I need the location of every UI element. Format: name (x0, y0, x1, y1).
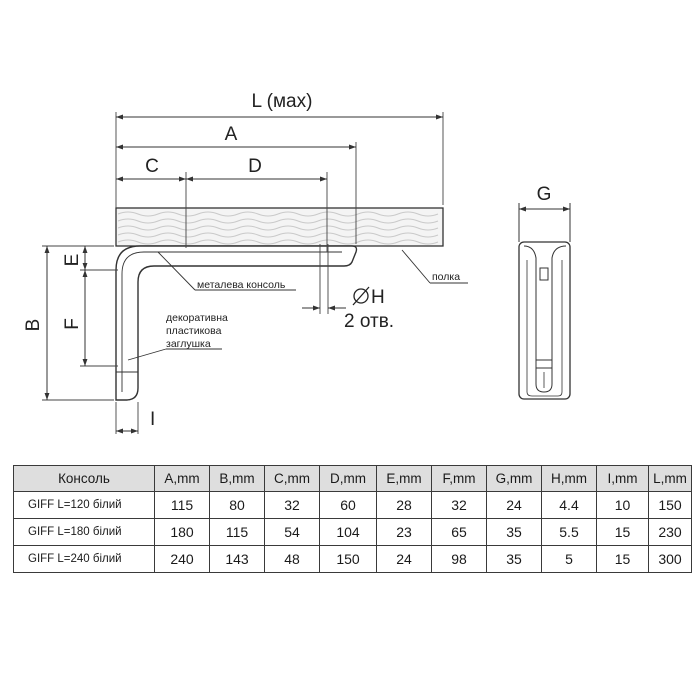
table-cell: 5.5 (541, 518, 597, 546)
table-cell: 240 (154, 545, 210, 573)
table-header-cell: D,mm (319, 465, 377, 492)
table-header-cell: I,mm (596, 465, 649, 492)
table-cell: 35 (486, 545, 542, 573)
label-d: D (248, 156, 262, 177)
table-cell: 54 (264, 518, 320, 546)
label-shelf: полка (432, 271, 460, 283)
table-cell: 32 (431, 491, 487, 519)
dimension-lines (44, 114, 571, 434)
label-a: A (225, 124, 238, 145)
metal-bracket (115, 245, 358, 401)
shelf-board (115, 207, 444, 247)
table-header-cell: L,mm (648, 465, 692, 492)
table-cell: 150 (319, 545, 377, 573)
table-cell: 300 (648, 545, 692, 573)
label-plug-1: декоративна (166, 312, 228, 324)
table-cell: 48 (264, 545, 320, 573)
label-e: E (62, 254, 83, 267)
table-cell: 104 (319, 518, 377, 546)
table-cell: 24 (376, 545, 432, 573)
table-cell: 80 (209, 491, 265, 519)
table-cell: 32 (264, 491, 320, 519)
label-g: G (537, 184, 552, 205)
table-cell: 15 (596, 518, 649, 546)
table-cell: 60 (319, 491, 377, 519)
table-cell-model: GIFF L=120 білий (13, 491, 155, 519)
table-cell: 10 (596, 491, 649, 519)
diameter-icon (352, 286, 370, 306)
table-cell: 5 (541, 545, 597, 573)
table-cell: 15 (596, 545, 649, 573)
label-l-max: L (мах) (252, 91, 313, 112)
table-cell: 230 (648, 518, 692, 546)
label-h: H (371, 287, 385, 308)
table-header-cell: Консоль (13, 465, 155, 492)
label-i: I (150, 409, 155, 430)
table-cell-model: GIFF L=180 білий (13, 518, 155, 546)
bracket-technical-drawing: L (мах) A C D B E F I G H 2 отв. металев… (23, 91, 571, 434)
label-b: B (23, 319, 44, 332)
table-header-cell: A,mm (154, 465, 210, 492)
table-header-cell: B,mm (209, 465, 265, 492)
label-holes: 2 отв. (344, 311, 394, 332)
table-header-cell: C,mm (264, 465, 320, 492)
table-cell: 23 (376, 518, 432, 546)
table-cell: 98 (431, 545, 487, 573)
table-cell-model: GIFF L=240 білий (13, 545, 155, 573)
table-cell: 115 (209, 518, 265, 546)
bracket-front-view (518, 241, 571, 400)
table-cell: 24 (486, 491, 542, 519)
table-header-cell: E,mm (376, 465, 432, 492)
table-header-cell: H,mm (541, 465, 597, 492)
table-header-cell: G,mm (486, 465, 542, 492)
table-cell: 65 (431, 518, 487, 546)
label-c: C (145, 156, 159, 177)
extension-lines (42, 112, 444, 434)
table-cell: 4.4 (541, 491, 597, 519)
table-header-cell: F,mm (431, 465, 487, 492)
label-f: F (62, 318, 83, 330)
label-plug-3: заглушка (166, 338, 211, 350)
label-plug-2: пластикова (166, 325, 222, 337)
table-cell: 28 (376, 491, 432, 519)
leader-lines (127, 249, 468, 361)
table-cell: 150 (648, 491, 692, 519)
table-cell: 143 (209, 545, 265, 573)
table-cell: 115 (154, 491, 210, 519)
table-cell: 180 (154, 518, 210, 546)
table-cell: 35 (486, 518, 542, 546)
label-metal-console: металева консоль (197, 279, 286, 291)
